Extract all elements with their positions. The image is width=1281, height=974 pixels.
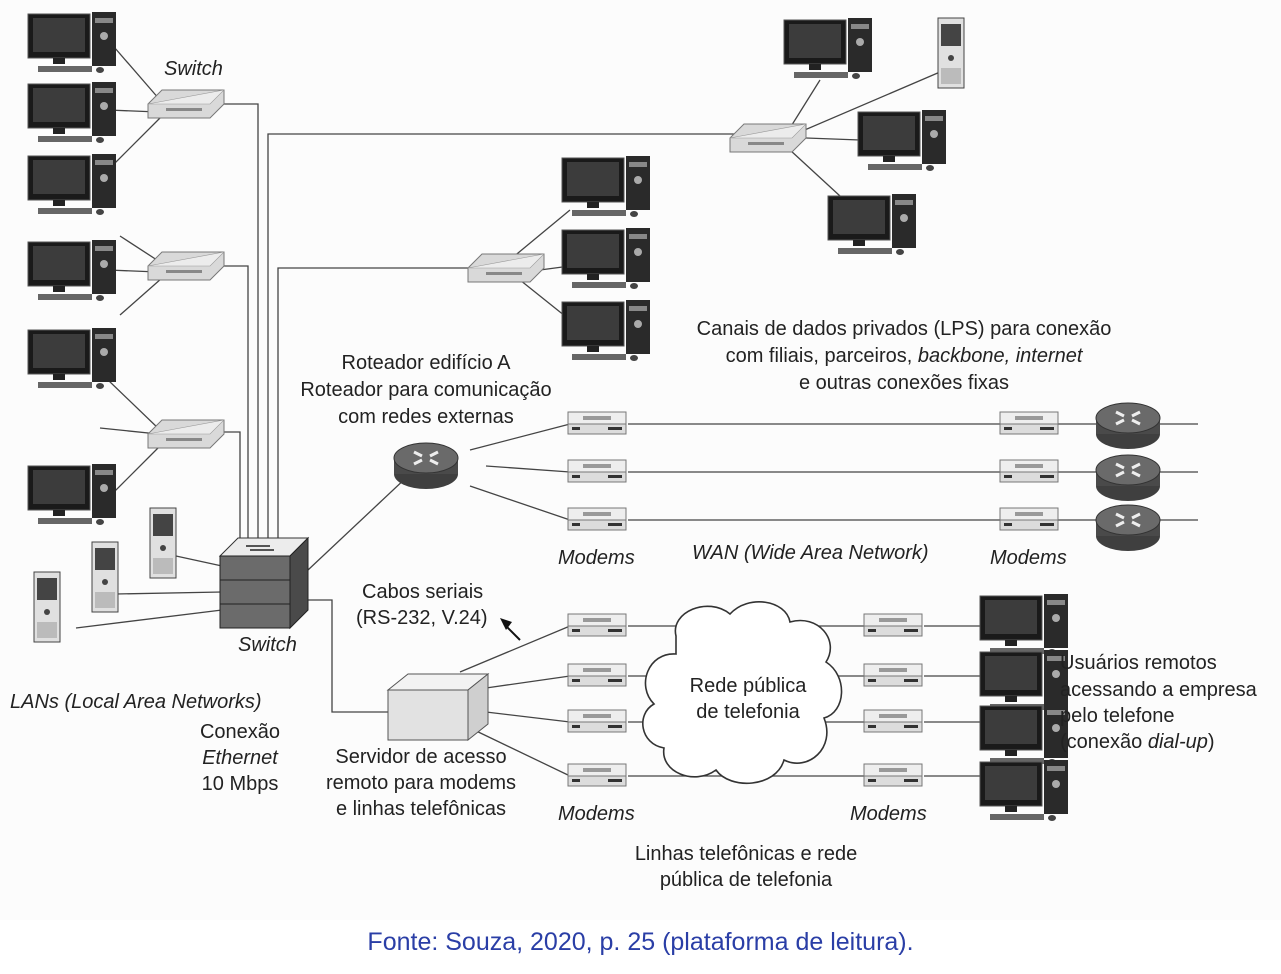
remote-label-1: Usuários remotos [1060,652,1217,674]
remote-user-computer-icon [979,759,1069,822]
server-label-3: e linhas telefônicas [335,798,507,820]
phone-modem-icon [567,763,627,787]
branch-computer-icon [857,109,947,172]
wan-label: WAN (Wide Area Network) [692,542,929,564]
cloud-label-1: Rede pública [689,675,807,697]
router-a-icon [392,441,460,491]
public-phone-network-cloud [642,601,843,784]
remote-router-icon [1094,503,1162,553]
router-a-label-1: Roteador edifício A [341,352,511,374]
lan-computer-icon [27,153,117,216]
lps-label-1: Canais de dados privados (LPS) para cone… [696,318,1112,340]
phone-modem-icon [863,663,923,687]
cloud-label-2: de telefonia [696,701,800,723]
ethernet-label: Ethernet [202,747,278,769]
lan-computer-icon [27,239,117,302]
lan-computer-icon [27,327,117,390]
wan-modem-icon [567,459,627,483]
modems-wan-right-label: Modems [990,547,1067,569]
remote-label-2: acessando a empresa [1060,679,1257,701]
remote-label-3: pelo telefone [1060,705,1175,727]
access-server-icon [386,672,490,742]
lan-computer-icon [27,81,117,144]
server-label-1: Servidor de acesso [335,746,507,768]
lan-links [75,39,770,713]
phone-modem-icon [863,763,923,787]
lps-label-3: e outras conexões fixas [798,372,1010,394]
router-a-label-3: com redes externas [338,406,514,428]
lans-label: LANs (Local Area Networks) [10,691,262,713]
wan-modem-icon [999,507,1059,531]
wan-modem-icon [999,459,1059,483]
wan-modem-icon [567,507,627,531]
wan-links [469,423,1198,521]
modems-phone-right-label: Modems [850,803,927,825]
phone-modem-icon [863,709,923,733]
remote-label-4: (conexão dial-up) [1060,731,1215,753]
server-label-2: remoto para modems [325,772,517,794]
switch-top-label: Switch [164,58,223,80]
wan-modem-icon [567,411,627,435]
branch-computer-icon [561,299,651,362]
lan-computer-icon [27,463,117,526]
source-caption: Fonte: Souza, 2020, p. 25 (plataforma de… [367,928,914,956]
phone-modem-icon [567,709,627,733]
remote-router-icon [1094,401,1162,451]
lan-switch-icon [147,419,225,449]
branch-switch-icon [467,253,545,283]
switch-main-label: Switch [238,634,297,656]
serial-label-1: Cabos seriais [362,581,484,603]
remote-user-computer-icon [979,593,1069,656]
router-a-label-2: Roteador para comunicação [300,379,552,401]
phone-lines-label-1: Linhas telefônicas e rede [634,843,858,865]
mbps-label: 10 Mbps [201,773,279,795]
lps-label-2: com filiais, parceiros, backbone, intern… [725,345,1083,367]
branch-computer-icon [783,17,873,80]
branch-computer-icon [561,155,651,218]
wan-modem-icon [999,411,1059,435]
lan-server-icon [149,507,177,579]
branch-server-icon [937,17,965,89]
network-diagram: Switch Switch Roteador edifício A Rotead… [10,11,1257,891]
lan-computer-icon [27,11,117,74]
main-switch-icon [218,536,310,630]
lan-server-icon [33,571,61,643]
lan-switch-icon [147,89,225,119]
remote-user-computer-icon [979,649,1069,712]
remote-router-icon [1094,453,1162,503]
phone-modem-icon [567,663,627,687]
phone-lines-label-2: pública de telefonia [659,869,833,891]
branch-computer-icon [561,227,651,290]
remote-user-computer-icon [979,703,1069,766]
conexao-label: Conexão [199,721,281,743]
serial-arrow-icon [500,618,521,641]
serial-label-2: (RS-232, V.24) [356,607,488,629]
modems-phone-left-label: Modems [558,803,635,825]
phone-modem-icon [567,613,627,637]
lan-switch-icon [147,251,225,281]
branch-switch-icon [729,123,807,153]
branch-computer-icon [827,193,917,256]
phone-modem-icon [863,613,923,637]
modems-wan-left-label: Modems [558,547,635,569]
lan-server-icon [91,541,119,613]
diagram-canvas [27,11,1198,822]
